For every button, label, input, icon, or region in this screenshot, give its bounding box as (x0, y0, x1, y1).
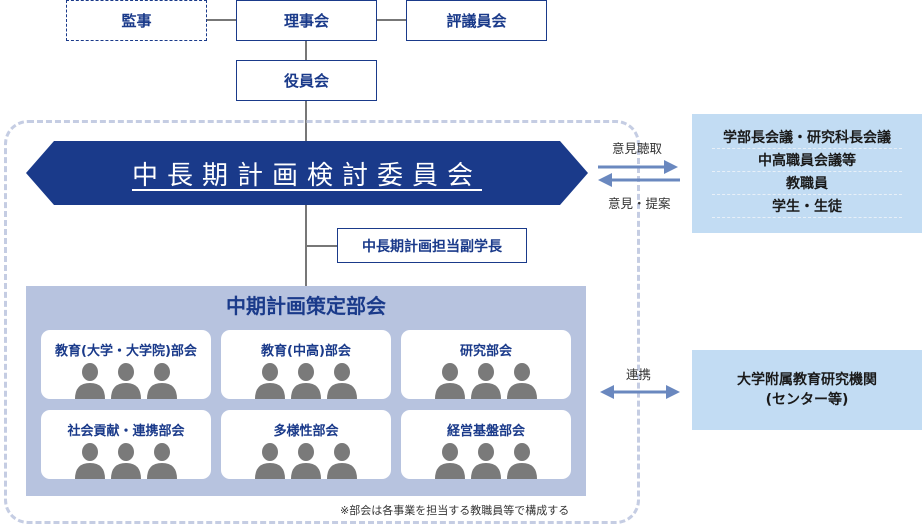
auditor-box: 監事 (66, 0, 207, 41)
person-icon (507, 443, 537, 479)
planning-panel-title: 中期計画策定部会 (226, 294, 386, 318)
board-of-directors-label: 理事会 (283, 12, 329, 30)
member-group (401, 442, 571, 479)
connector-board-executive (305, 40, 307, 60)
subcommittee-label: 社会貢献・連携部会 (67, 424, 185, 439)
person-icon (435, 443, 465, 479)
person-icon (327, 363, 357, 399)
member-group (41, 442, 211, 479)
committee-title: 中長期計画検討委員会 (131, 160, 482, 191)
person-icon (111, 443, 141, 479)
member-group (221, 362, 391, 399)
person-icon (507, 363, 537, 399)
person-icon (111, 363, 141, 399)
connector-board-councillors (376, 19, 406, 21)
person-icon (435, 363, 465, 399)
person-icon (255, 363, 285, 399)
composition-note: ※部会は各事業を担当する教職員等で構成する (340, 504, 570, 517)
person-icon (255, 443, 285, 479)
institutes-sub: (センター等) (765, 392, 849, 408)
committee-scope-boundary (4, 120, 640, 524)
committee-banner (26, 141, 588, 205)
stakeholder-item: 中高職員会議等 (712, 151, 902, 172)
subcommittee-card: 教育(大学・大学院)部会 (41, 330, 211, 399)
member-group (41, 362, 211, 399)
person-icon (75, 363, 105, 399)
person-icon (471, 443, 501, 479)
connector-auditor-board (206, 19, 236, 21)
subcommittee-card: 研究部会 (401, 330, 571, 399)
subcommittee-label: 経営基盤部会 (446, 424, 525, 439)
person-icon (291, 363, 321, 399)
person-icon (147, 363, 177, 399)
person-icon (147, 443, 177, 479)
proposal-label: 意見・提案 (608, 196, 671, 211)
person-icon (471, 363, 501, 399)
subcommittee-label: 教育(中高)部会 (261, 344, 351, 359)
subcommittee-label: 研究部会 (459, 344, 512, 359)
subcommittee-card: 社会貢献・連携部会 (41, 410, 211, 479)
subcommittee-label: 教育(大学・大学院)部会 (55, 344, 197, 359)
member-group (401, 362, 571, 399)
stakeholder-item: 学生・生徒 (712, 197, 902, 218)
councillors-box: 評議員会 (406, 0, 547, 41)
auditor-label: 監事 (121, 12, 152, 30)
councillors-label: 評議員会 (446, 12, 507, 30)
executive-board-box: 役員会 (236, 60, 377, 101)
subcommittee-card: 教育(中高)部会 (221, 330, 391, 399)
institutes-name: 大学附属教育研究機関 (737, 372, 877, 388)
collaboration-label: 連携 (626, 367, 652, 382)
member-group (221, 442, 391, 479)
subcommittee-card: 経営基盤部会 (401, 410, 571, 479)
connector-vice-president (305, 245, 337, 247)
stakeholder-item: 学部長会議・研究科長会議 (712, 128, 902, 149)
vice-president-label: 中長期計画担当副学長 (362, 238, 502, 255)
hearing-arrow-right-icon (598, 160, 678, 174)
stakeholders-box: 学部長会議・研究科長会議 中高職員会議等 教職員 学生・生徒 (692, 114, 922, 233)
institutes-box: 大学附属教育研究機関 (センター等) (692, 350, 922, 430)
stakeholder-item: 教職員 (712, 174, 902, 195)
subcommittee-card: 多様性部会 (221, 410, 391, 479)
hearing-label: 意見聴取 (612, 141, 663, 156)
subcommittee-label: 多様性部会 (273, 424, 339, 439)
board-of-directors-box: 理事会 (236, 0, 377, 41)
vice-president-box: 中長期計画担当副学長 (337, 228, 527, 263)
collaboration-arrow-icon (600, 385, 680, 399)
executive-board-label: 役員会 (283, 72, 329, 90)
person-icon (75, 443, 105, 479)
person-icon (327, 443, 357, 479)
person-icon (291, 443, 321, 479)
proposal-arrow-left-icon (598, 173, 680, 187)
